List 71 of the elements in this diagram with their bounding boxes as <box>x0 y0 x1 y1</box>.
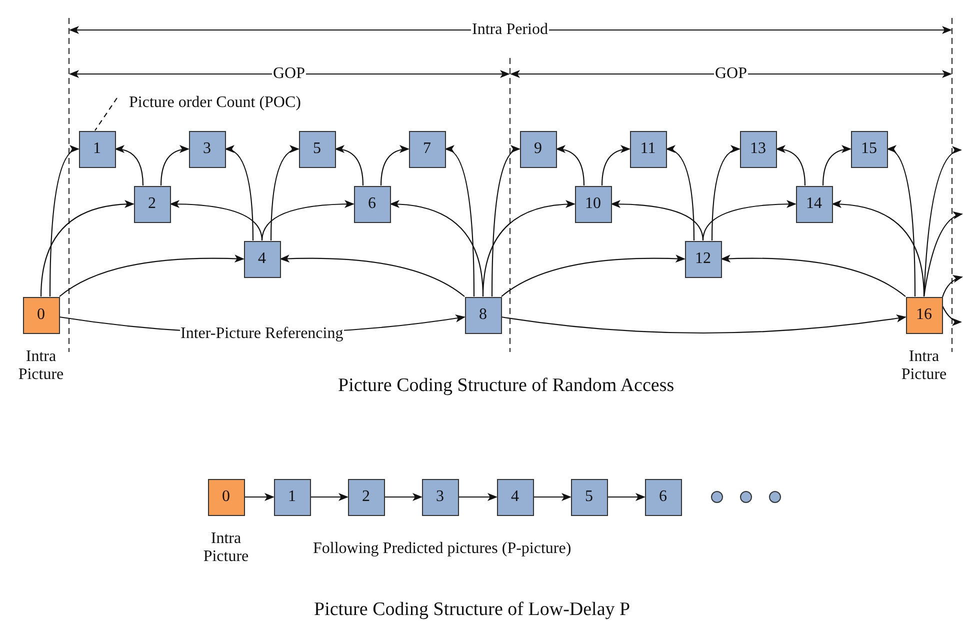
node-caption: Intra Picture <box>202 530 250 566</box>
leader-line <box>94 98 118 131</box>
picture-box: 3 <box>188 130 226 168</box>
picture-box: 1 <box>78 130 116 168</box>
arrow <box>822 146 852 186</box>
picture-box: 14 <box>796 186 832 222</box>
picture-box: 5 <box>570 478 608 516</box>
callout-text: Picture order Count (POC) <box>129 94 301 112</box>
arrow <box>776 146 806 186</box>
node-caption: Intra Picture <box>17 348 65 384</box>
picture-box: 2 <box>134 186 170 222</box>
picture-box: 7 <box>408 130 446 168</box>
ellipsis-dot <box>711 491 723 503</box>
arrow <box>224 146 254 240</box>
picture-box: 12 <box>684 240 722 278</box>
arrow <box>942 306 962 326</box>
arrow <box>114 146 144 186</box>
arrow <box>280 254 465 297</box>
arrow <box>270 146 300 240</box>
picture-box: 5 <box>298 130 336 168</box>
arrow <box>501 314 906 334</box>
section-caption: Picture Coding Structure of Random Access <box>338 375 674 397</box>
arrow <box>702 200 796 241</box>
arrow <box>458 493 498 501</box>
picture-box: 6 <box>354 186 390 222</box>
picture-box: 3 <box>422 478 458 516</box>
arrow <box>482 200 576 297</box>
picture-box: 16 <box>906 296 942 334</box>
picture-box: 1 <box>274 478 310 516</box>
arrow <box>608 493 646 501</box>
arrow <box>160 146 190 186</box>
arrow <box>534 493 572 501</box>
arrow <box>444 147 475 296</box>
arrow <box>261 200 354 241</box>
arrow <box>720 254 906 297</box>
ellipsis-dot <box>740 491 752 503</box>
arrow <box>380 146 410 186</box>
arrow <box>59 254 244 297</box>
note-text: Following Predicted pictures (P-picture) <box>313 540 572 558</box>
picture-box: 13 <box>740 130 776 168</box>
arrow <box>923 148 962 297</box>
picture-box: 4 <box>244 240 280 278</box>
arrow <box>384 493 422 501</box>
arrow <box>711 146 740 240</box>
arrow <box>923 212 963 297</box>
picture-box: 11 <box>630 130 666 168</box>
picture-box: 0 <box>22 296 60 334</box>
node-caption: Intra Picture <box>900 348 948 384</box>
picture-box: 8 <box>464 296 502 334</box>
arrow <box>601 146 630 186</box>
arrow <box>942 275 963 298</box>
arrow <box>666 146 695 240</box>
arrow <box>49 147 80 296</box>
arrow <box>491 147 520 296</box>
picture-box: 4 <box>496 478 534 516</box>
ellipsis-dot <box>769 491 781 503</box>
picture-box: 6 <box>644 478 682 516</box>
picture-box: 10 <box>574 186 612 222</box>
arrow <box>886 147 916 296</box>
arrow <box>40 200 134 297</box>
picture-box: 15 <box>850 130 888 168</box>
arrow <box>334 146 364 186</box>
arrow <box>501 254 686 297</box>
arrow <box>244 493 274 501</box>
picture-box: 9 <box>520 130 556 168</box>
arrow <box>310 493 348 501</box>
section-caption: Picture Coding Structure of Low-Delay P <box>314 599 630 621</box>
edge-label: Inter-Picture Referencing <box>180 325 344 344</box>
arrow <box>556 146 585 186</box>
picture-box: 0 <box>208 478 244 516</box>
picture-box: 2 <box>348 478 384 516</box>
